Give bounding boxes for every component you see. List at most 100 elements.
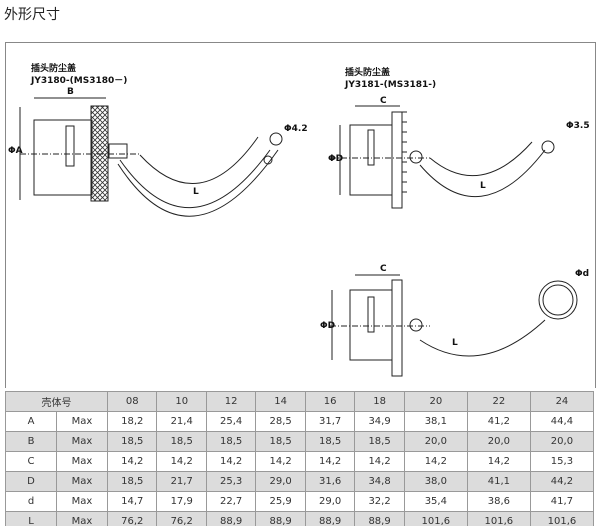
table-cell: 88,9 — [205, 511, 257, 526]
row-qualifier: Max — [56, 411, 108, 432]
dim-label-c-1: C — [380, 96, 387, 106]
table-cell: 76,2 — [106, 511, 158, 526]
header-cell: 10 — [156, 391, 207, 412]
table-cell: 20,0 — [403, 431, 468, 452]
table-cell: 41,1 — [466, 471, 531, 492]
table-cell: 14,2 — [106, 451, 158, 472]
dim-label-l-1: L — [193, 187, 199, 197]
table-cell: 18,2 — [106, 411, 158, 432]
table-cell: 14,2 — [304, 451, 356, 472]
table-cell: 15,3 — [529, 451, 595, 472]
table-cell: 25,9 — [255, 491, 306, 512]
dim-label-d-1: ΦD — [328, 154, 344, 164]
table-cell: 41,7 — [529, 491, 595, 512]
drawing-2 — [330, 105, 555, 209]
header-shell-size: 壳体号 — [5, 391, 108, 412]
table-cell: 21,4 — [156, 411, 207, 432]
dim-label-a: ΦA — [8, 146, 23, 156]
table-cell: 101,6 — [529, 511, 595, 526]
table-cell: 14,2 — [403, 451, 468, 472]
header-cell: 12 — [205, 391, 257, 412]
table-cell: 34,8 — [354, 471, 405, 492]
header-cell: 08 — [106, 391, 158, 412]
row-dim: A — [5, 411, 57, 432]
table-cell: 44,4 — [529, 411, 595, 432]
dim-label-ring: Φd — [575, 269, 590, 279]
table-cell: 22,7 — [205, 491, 257, 512]
table-cell: 28,5 — [255, 411, 306, 432]
drawing-frame — [5, 42, 596, 388]
table-cell: 44,2 — [529, 471, 595, 492]
table-header-row: 壳体号 08 10 12 14 16 18 20 22 24 — [5, 391, 595, 412]
row-dim: L — [5, 511, 57, 526]
row-qualifier: Max — [56, 491, 108, 512]
row-dim: D — [5, 471, 57, 492]
drawing-3 — [330, 274, 578, 377]
row-qualifier: Max — [56, 431, 108, 452]
row-dim: B — [5, 431, 57, 452]
table-cell: 101,6 — [466, 511, 531, 526]
table-cell: 14,2 — [205, 451, 257, 472]
table-cell: 101,6 — [403, 511, 468, 526]
dim-label-b: B — [67, 87, 74, 97]
table-cell: 14,2 — [466, 451, 531, 472]
table-cell: 35,4 — [403, 491, 468, 512]
row-qualifier: Max — [56, 451, 108, 472]
table-cell: 14,2 — [156, 451, 207, 472]
drawing-1-model: JY3180-(MS3180－) — [31, 76, 128, 86]
table-cell: 18,5 — [304, 431, 356, 452]
table-cell: 14,7 — [106, 491, 158, 512]
table-cell: 14,2 — [255, 451, 306, 472]
table-cell: 88,9 — [304, 511, 356, 526]
header-cell: 18 — [354, 391, 405, 412]
table-cell: 18,5 — [255, 431, 306, 452]
drawing-1-name: 插头防尘盖 — [31, 64, 77, 74]
table-cell: 88,9 — [354, 511, 405, 526]
row-dim: d — [5, 491, 57, 512]
row-qualifier: Max — [56, 471, 108, 492]
dim-label-l-2: L — [480, 181, 486, 191]
dim-label-hole-2: Φ3.5 — [566, 121, 590, 131]
header-cell: 16 — [304, 391, 356, 412]
dim-label-hole-1: Φ4.2 — [284, 124, 308, 134]
table-cell: 14,2 — [354, 451, 405, 472]
table-cell: 20,0 — [466, 431, 531, 452]
table-cell: 18,5 — [354, 431, 405, 452]
technical-drawings — [19, 97, 578, 377]
table-cell: 20,0 — [529, 431, 595, 452]
table-cell: 76,2 — [156, 511, 207, 526]
drawing-2-model: JY3181-(MS3181-) — [345, 80, 437, 90]
table-cell: 18,5 — [106, 471, 158, 492]
header-cell: 20 — [403, 391, 468, 412]
table-cell: 38,0 — [403, 471, 468, 492]
table-cell: 18,5 — [205, 431, 257, 452]
table-cell: 17,9 — [156, 491, 207, 512]
dim-label-c-2: C — [380, 264, 387, 274]
table-cell: 31,7 — [304, 411, 356, 432]
drawing-1 — [19, 97, 283, 217]
dim-label-l-3: L — [452, 338, 458, 348]
table-cell: 88,9 — [255, 511, 306, 526]
table-cell: 29,0 — [255, 471, 306, 492]
table-cell: 31,6 — [304, 471, 356, 492]
table-cell: 25,4 — [205, 411, 257, 432]
page-title: 外形尺寸 — [4, 7, 60, 23]
table-cell: 25,3 — [205, 471, 257, 492]
dim-label-d-2: ΦD — [320, 321, 336, 331]
table-cell: 32,2 — [354, 491, 405, 512]
header-cell: 22 — [466, 391, 531, 412]
table-cell: 18,5 — [106, 431, 158, 452]
row-dim: C — [5, 451, 57, 472]
table-cell: 21,7 — [156, 471, 207, 492]
table-cell: 38,1 — [403, 411, 468, 432]
table-cell: 34,9 — [354, 411, 405, 432]
table-cell: 18,5 — [156, 431, 207, 452]
